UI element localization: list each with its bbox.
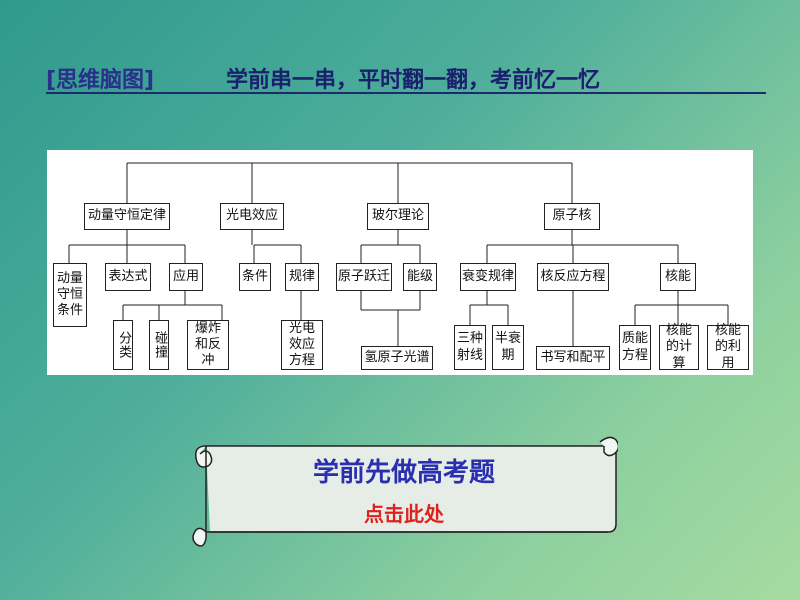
node-momentum-condition: 动量守恒条件 xyxy=(53,263,87,327)
node-photo-condition: 条件 xyxy=(239,263,271,291)
node-hydrogen-spectrum: 氢原子光谱 xyxy=(361,346,433,370)
node-application: 应用 xyxy=(169,263,203,291)
node-photo-law: 规律 xyxy=(285,263,319,291)
node-energy-calculation: 核能的计算 xyxy=(659,323,699,371)
node-expression: 表达式 xyxy=(105,263,151,291)
node-writing-balancing: 书写和配平 xyxy=(536,346,610,370)
node-decay-law: 衰变规律 xyxy=(460,263,516,291)
node-classification: 分类 xyxy=(113,320,133,370)
header-bar: [思维脑图] 学前串一串，平时翻一翻，考前忆一忆 xyxy=(46,60,766,94)
node-collision: 碰撞 xyxy=(149,320,169,370)
exam-scroll-banner[interactable]: 学前先做高考题 点击此处 xyxy=(190,432,620,550)
mindmap-tag: [思维脑图] xyxy=(46,68,155,93)
node-energy-utilization: 核能的利用 xyxy=(707,323,749,371)
node-momentum-conservation: 动量守恒定律 xyxy=(84,203,170,230)
node-nuclear-energy: 核能 xyxy=(660,263,696,291)
node-photoelectric-effect: 光电效应 xyxy=(220,203,284,230)
node-mass-energy-equation: 质能方程 xyxy=(619,325,651,370)
node-bohr-theory: 玻尔理论 xyxy=(367,203,429,230)
node-atomic-transition: 原子跃迁 xyxy=(336,263,392,291)
node-atomic-nucleus: 原子核 xyxy=(544,203,600,230)
node-explosion-recoil: 爆炸和反冲 xyxy=(187,320,229,370)
node-half-life: 半衰期 xyxy=(492,325,524,370)
node-photoelectric-equation: 光电效应方程 xyxy=(281,320,323,370)
scroll-paper-graphic xyxy=(192,436,620,547)
node-nuclear-reaction-equation: 核反应方程 xyxy=(537,263,609,291)
mindmap-panel: 动量守恒定律 光电效应 玻尔理论 原子核 动量守恒条件 表达式 应用 分类 碰撞… xyxy=(47,150,753,375)
click-here-link[interactable]: 点击此处 xyxy=(364,502,444,526)
node-energy-level: 能级 xyxy=(403,263,437,291)
connector-lines xyxy=(68,162,729,346)
scroll-title: 学前先做高考题 xyxy=(312,458,495,488)
node-three-rays: 三种射线 xyxy=(454,325,486,370)
header-subtitle: 学前串一串，平时翻一翻，考前忆一忆 xyxy=(226,68,601,93)
